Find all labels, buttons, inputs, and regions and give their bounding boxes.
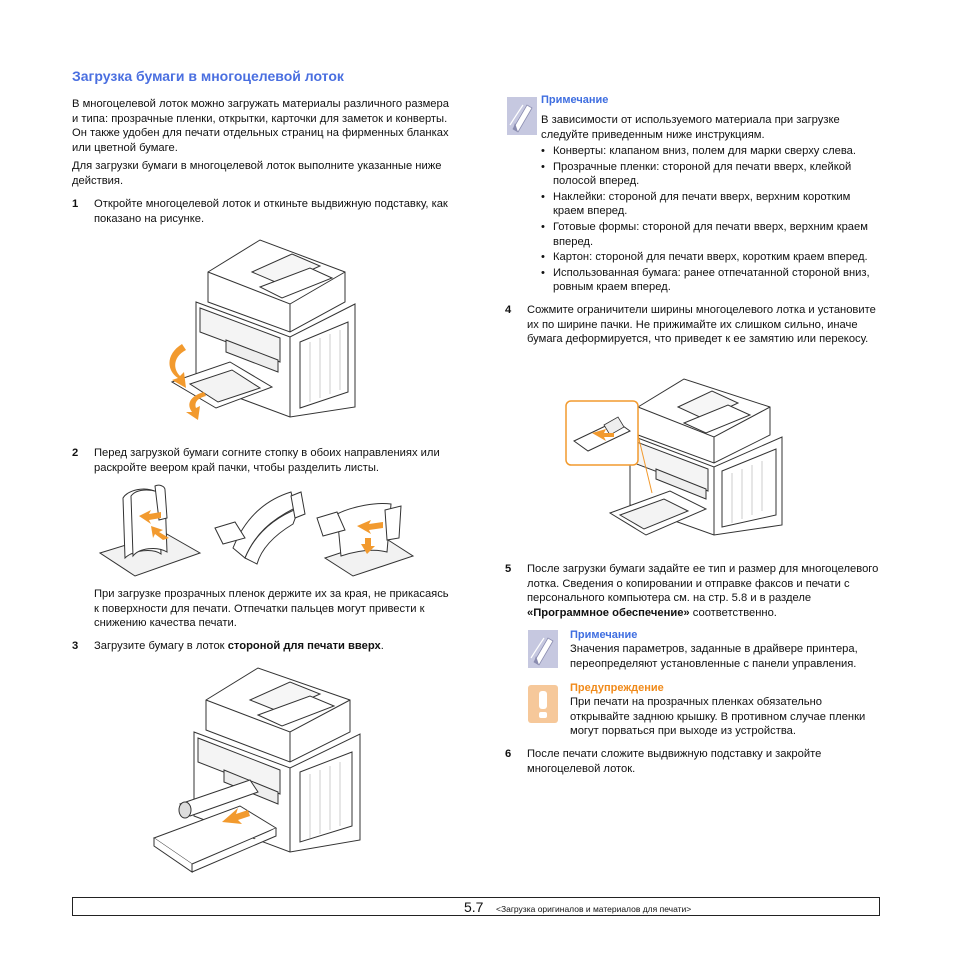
step-1-text: Откройте многоцелевой лоток и откиньте в…	[94, 198, 448, 225]
step-6-number: 6	[505, 748, 512, 760]
step-2-text: Перед загрузкой бумаги согните стопку в …	[94, 447, 440, 474]
printer-width-guides-illustration	[565, 378, 783, 536]
pencil-note-icon	[507, 97, 537, 135]
section-title: Загрузка бумаги в многоцелевой лоток	[72, 68, 344, 84]
pencil-note-icon	[528, 630, 558, 668]
step-2-number: 2	[72, 447, 79, 459]
paper-flex-fan-illustration	[98, 484, 415, 577]
list-item: Прозрачные пленки: стороной для печати в…	[541, 160, 881, 189]
warning-title: Предупреждение	[570, 682, 664, 694]
transparency-handling-note: При загрузке прозрачных пленок держите и…	[94, 588, 449, 630]
list-item: Использованная бумага: ранее отпечатанно…	[541, 266, 881, 295]
printer-open-tray-illustration	[169, 239, 356, 420]
note-1-title: Примечание	[541, 94, 609, 106]
note-2-text: Значения параметров, заданные в драйвере…	[570, 643, 858, 670]
footer-box	[72, 897, 880, 916]
step-6-text: После печати сложите выдвижную подставку…	[527, 748, 822, 775]
step-4-text: Сожмите ограничители ширины многоцелевог…	[527, 304, 876, 346]
list-item: Конверты: клапаном вниз, полем для марки…	[541, 144, 881, 159]
exclamation-warning-icon	[528, 685, 558, 723]
step-3-number: 3	[72, 640, 79, 652]
list-item: Наклейки: стороной для печати вверх, вер…	[541, 190, 881, 219]
list-item: Картон: стороной для печати вверх, корот…	[541, 250, 881, 265]
intro-steps-paragraph: Для загрузки бумаги в многоцелевой лоток…	[72, 160, 442, 187]
page-number: 5.7	[464, 899, 484, 915]
list-item: Готовые формы: стороной для печати вверх…	[541, 220, 881, 249]
step-3-text: Загрузите бумагу в лоток стороной для пе…	[94, 640, 384, 652]
footer-section-title: <Загрузка оригиналов и материалов для пе…	[496, 904, 692, 914]
note-2-title: Примечание	[570, 629, 638, 641]
warning-text: При печати на прозрачных пленках обязате…	[570, 696, 866, 738]
step-4-number: 4	[505, 304, 512, 316]
media-instructions-list: Конверты: клапаном вниз, полем для марки…	[541, 144, 881, 296]
printer-loading-paper-illustration	[152, 667, 361, 873]
step-5-number: 5	[505, 563, 512, 575]
step-5-text: После загрузки бумаги задайте ее тип и р…	[527, 563, 879, 619]
intro-paragraph: В многоцелевой лоток можно загружать мат…	[72, 98, 449, 154]
note-1-text: В зависимости от используемого материала…	[541, 114, 840, 141]
step-1-number: 1	[72, 198, 79, 210]
